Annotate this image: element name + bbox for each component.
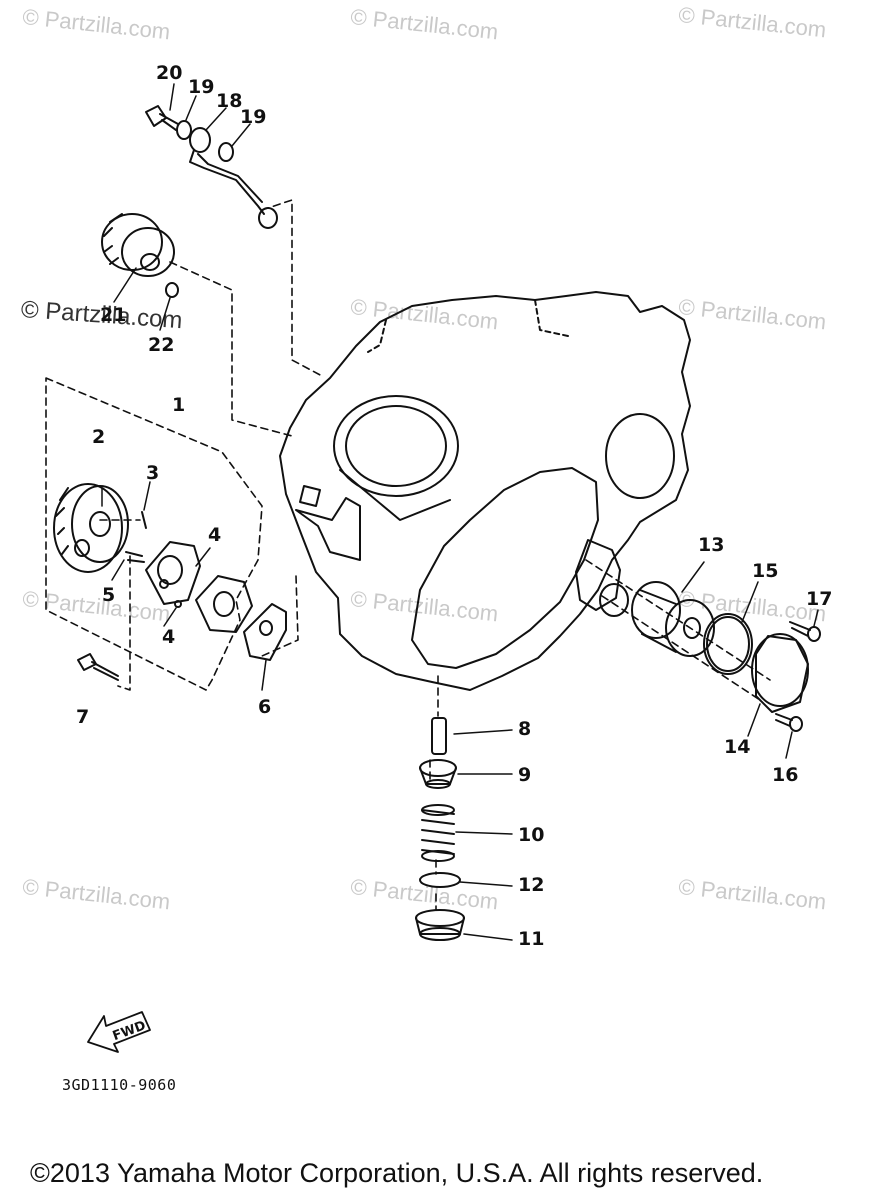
bolt-20	[145, 105, 179, 131]
filter-cover-14	[751, 633, 809, 713]
callout-17: 17	[806, 588, 833, 610]
pipe-8	[431, 717, 447, 755]
o-ring-15	[703, 613, 753, 675]
bolt-16	[775, 713, 803, 732]
bolt-17	[789, 621, 821, 642]
callout-21: 21	[100, 304, 127, 326]
pin-4	[174, 600, 182, 608]
callout-22: 22	[148, 334, 175, 356]
callout-10: 10	[518, 824, 545, 846]
callout-18: 18	[216, 90, 243, 112]
callout-15: 15	[752, 560, 779, 582]
diagram-code: 3GD1110-9060	[62, 1076, 177, 1094]
guide-lines	[45, 199, 771, 911]
callout-4: 4	[208, 524, 222, 546]
washer-19a	[176, 120, 192, 140]
callout-7: 7	[76, 706, 90, 728]
oil-pipe-18	[189, 127, 278, 229]
callout-5: 5	[102, 584, 116, 606]
leader-lines	[101, 83, 819, 941]
gear-21	[101, 213, 175, 277]
callout-1: 1	[172, 394, 186, 416]
oil-filter-13	[631, 581, 715, 657]
callout-6: 6	[258, 696, 272, 718]
plug-9	[419, 759, 457, 789]
callout-19: 19	[240, 106, 267, 128]
callout-20: 20	[156, 62, 183, 84]
callout-14: 14	[724, 736, 751, 758]
callout-8: 8	[518, 718, 532, 740]
callout-2: 2	[92, 426, 106, 448]
screw-5	[125, 551, 145, 563]
crankcase	[279, 291, 691, 691]
callout-3: 3	[146, 462, 160, 484]
pin-22	[165, 282, 179, 298]
callout-12: 12	[518, 874, 545, 896]
callout-13: 13	[698, 534, 725, 556]
callout-9: 9	[518, 764, 532, 786]
pump-gear-2	[53, 483, 129, 573]
fwd-arrow-icon: FWD	[87, 1011, 151, 1053]
spring-10	[421, 804, 455, 862]
washer-19b	[218, 142, 234, 162]
copyright-notice: ©2013 Yamaha Motor Corporation, U.S.A. A…	[30, 1158, 764, 1188]
callout-19: 19	[188, 76, 215, 98]
pin-3	[141, 511, 147, 529]
gasket-6	[243, 603, 287, 661]
callout-11: 11	[518, 928, 545, 950]
drain-plug-11	[415, 909, 465, 941]
pump-body-4	[195, 575, 253, 633]
o-ring-12	[419, 872, 461, 888]
callout-4: 4	[162, 626, 176, 648]
callout-16: 16	[772, 764, 799, 786]
bolt-7	[77, 653, 119, 681]
pump-rotor-4	[145, 541, 201, 605]
